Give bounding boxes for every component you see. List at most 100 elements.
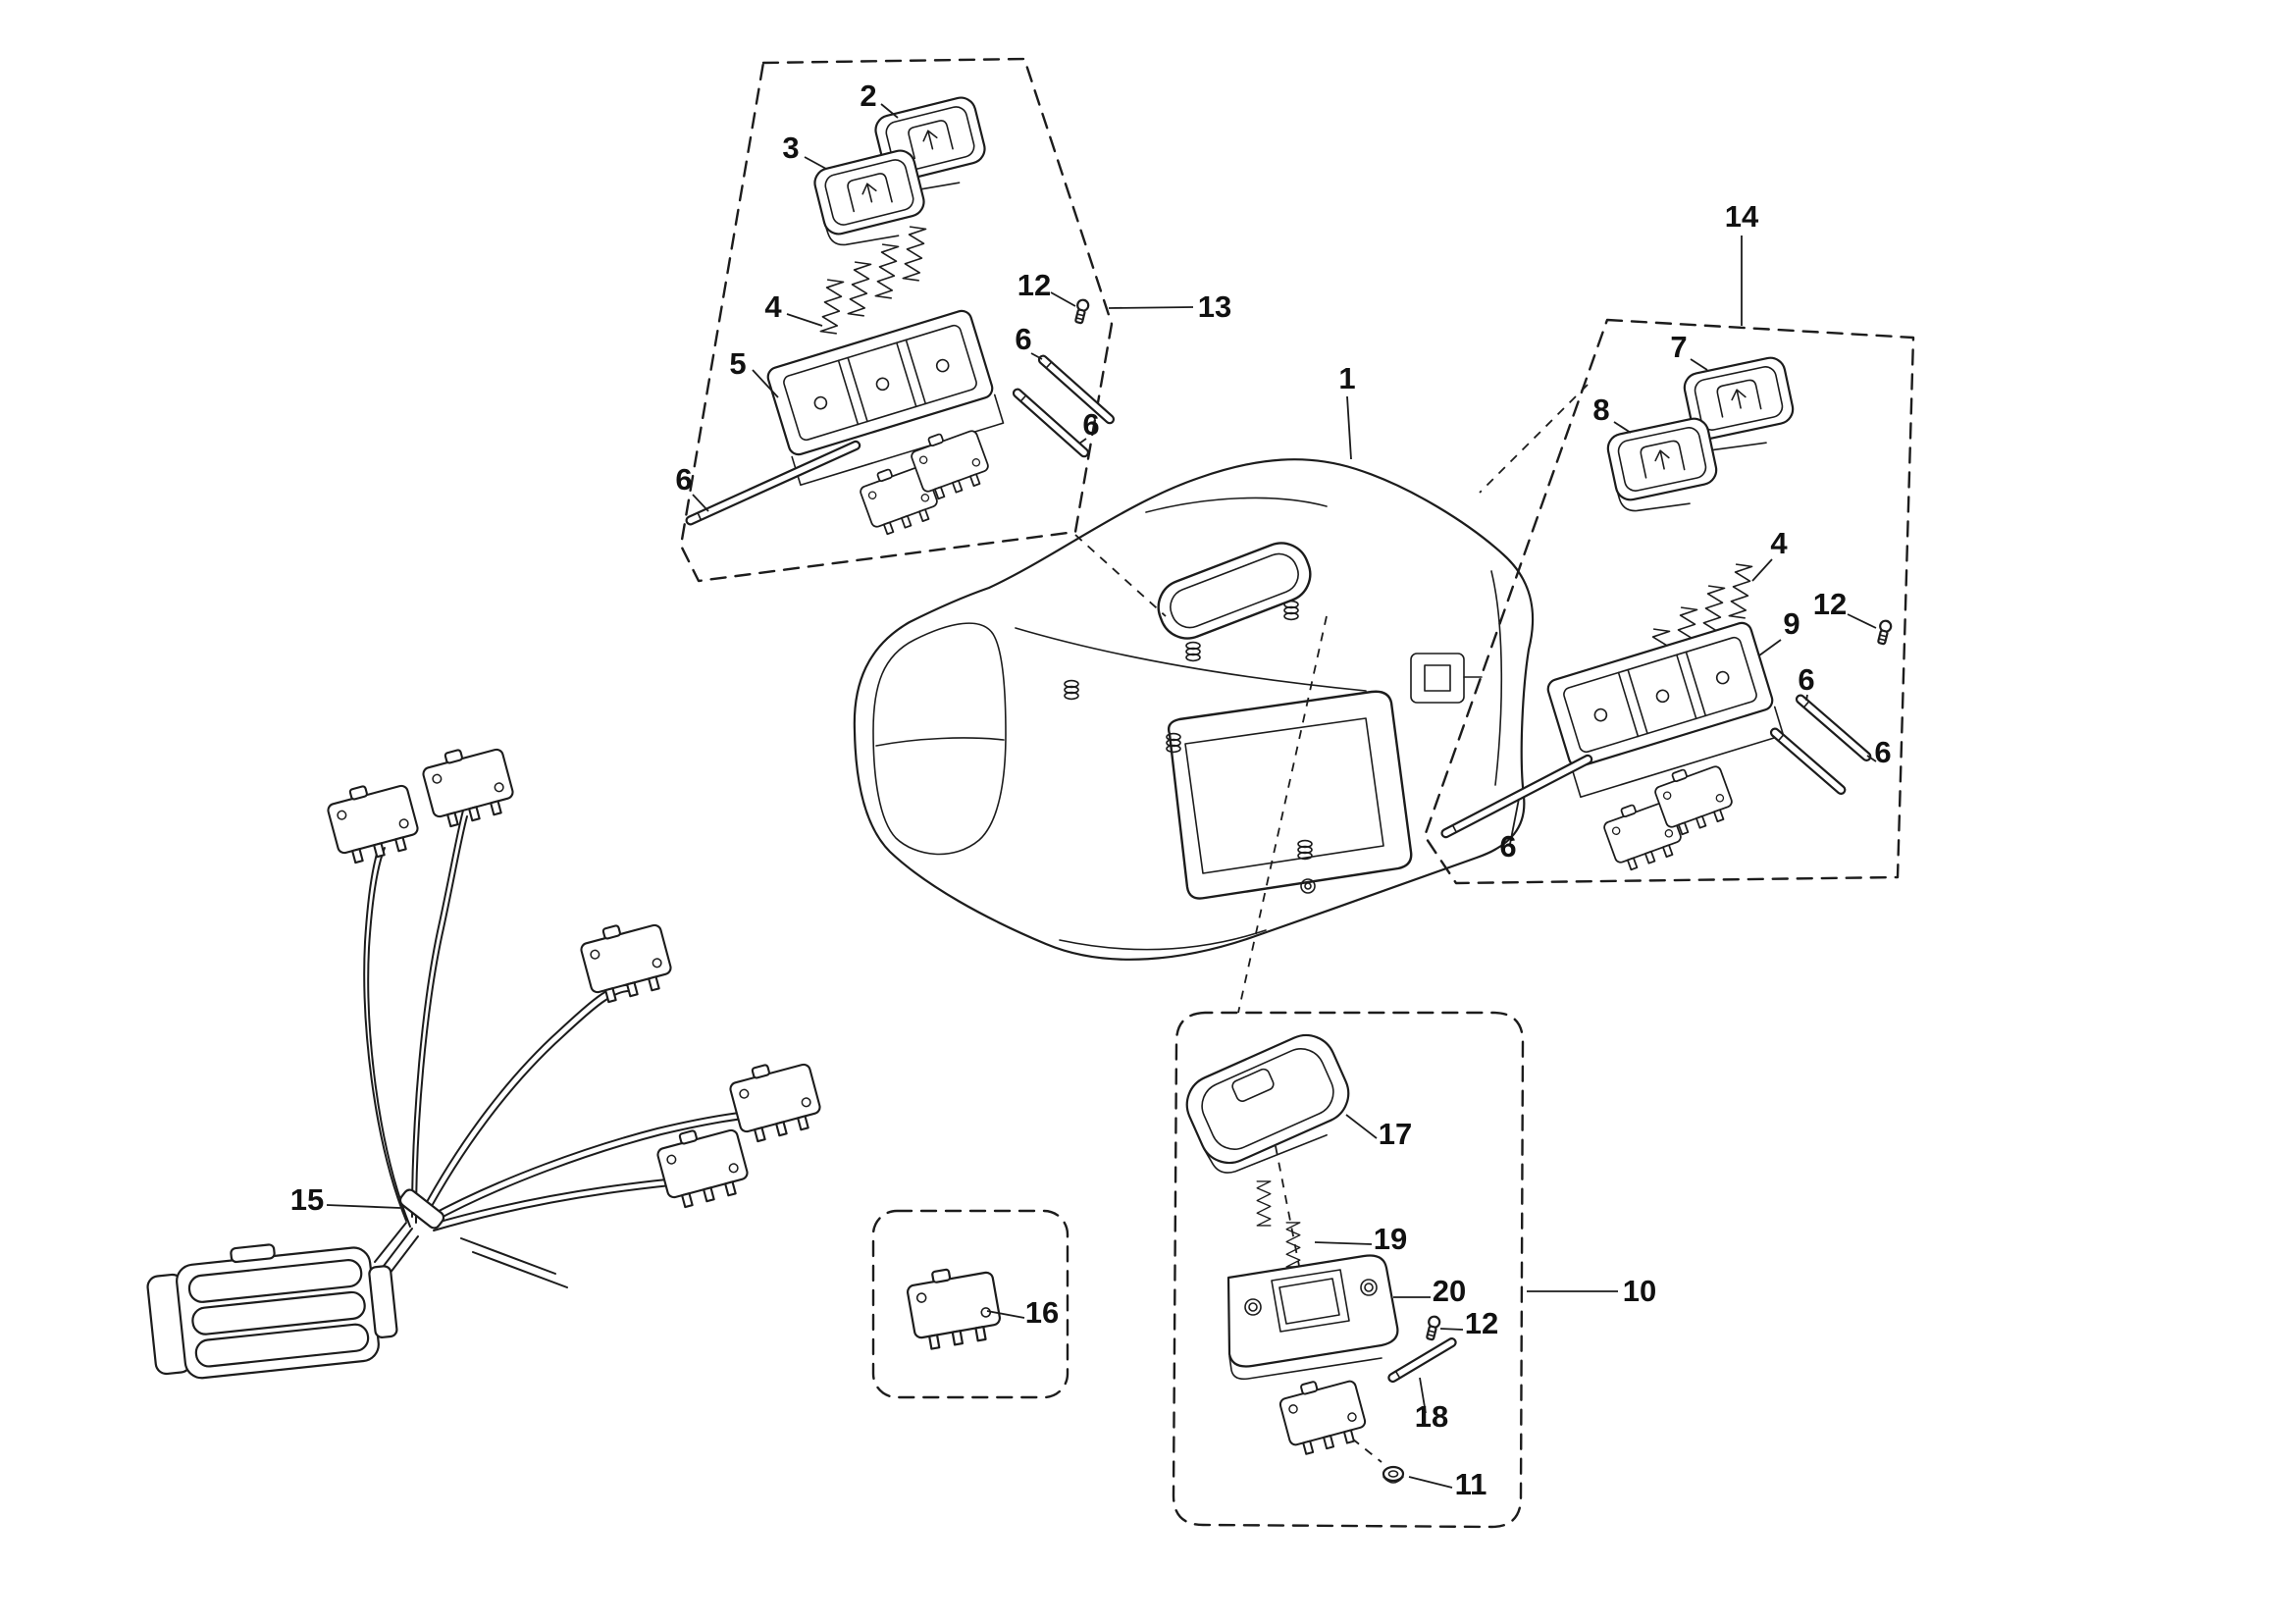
callout-13: 13 xyxy=(1108,289,1231,324)
console-cover-body xyxy=(853,458,1535,961)
callout-label: 14 xyxy=(1725,199,1759,234)
assembly-13 xyxy=(685,93,1116,539)
callout-label: 5 xyxy=(729,346,746,381)
callout-6-13a: 6 xyxy=(1015,322,1043,360)
switch-base-9 xyxy=(1544,619,1785,799)
callout-6-13b: 6 xyxy=(1078,407,1100,445)
callout-label: 6 xyxy=(1499,829,1516,864)
callout-6-14b: 6 xyxy=(1866,735,1892,769)
console-side-bracket xyxy=(1410,653,1483,704)
callout-16: 16 xyxy=(986,1295,1059,1330)
spring-stud-4 xyxy=(902,226,927,282)
assembly-14-boundary xyxy=(1423,318,1915,885)
callout-6-13c: 6 xyxy=(675,462,709,512)
callout-label: 1 xyxy=(1338,361,1355,395)
switch-cap-17 xyxy=(1185,1033,1350,1174)
console-pod-face xyxy=(872,622,1007,856)
callout-label: 15 xyxy=(290,1182,324,1217)
spring-19 xyxy=(1256,1180,1272,1227)
callout-14: 14 xyxy=(1725,199,1759,326)
callout-20: 20 xyxy=(1393,1274,1466,1308)
wiring-harness-15 xyxy=(146,738,826,1380)
spring-19 xyxy=(1285,1222,1301,1268)
spring-stud-4 xyxy=(847,261,872,317)
harness-band xyxy=(398,1188,445,1230)
callout-label: 4 xyxy=(1770,526,1788,560)
rod-18 xyxy=(1387,1337,1457,1384)
callout-4-left: 4 xyxy=(764,289,823,327)
callout-label: 12 xyxy=(1465,1306,1498,1340)
callout-2: 2 xyxy=(860,79,899,119)
console-switch-opening xyxy=(1167,690,1413,900)
callout-7: 7 xyxy=(1670,330,1708,371)
callout-label: 20 xyxy=(1433,1274,1466,1308)
callout-17: 17 xyxy=(1345,1114,1412,1151)
part-16-boundary xyxy=(871,1209,1069,1399)
assembly-axis xyxy=(1275,1145,1300,1267)
console-top-slot xyxy=(1157,542,1312,640)
micro-switch-16 xyxy=(904,1260,1005,1353)
callout-label: 13 xyxy=(1198,289,1231,324)
spring-stud-4 xyxy=(874,243,900,299)
assembly-10-boundary xyxy=(1172,1011,1525,1529)
micro-switch xyxy=(323,774,424,867)
callout-9: 9 xyxy=(1758,606,1800,656)
callouts: 2 3 4 5 12 13 6 6 xyxy=(290,79,1892,1501)
callout-6-14a: 6 xyxy=(1798,662,1815,702)
console-hole xyxy=(1300,878,1316,894)
explosion-line-13 xyxy=(1074,534,1167,617)
callout-3: 3 xyxy=(782,131,827,170)
retaining-pin-12 xyxy=(1071,297,1091,326)
callout-label: 10 xyxy=(1623,1274,1656,1308)
spring-stud-4 xyxy=(1728,563,1753,619)
rod-6 xyxy=(1012,388,1090,458)
callout-12-right: 12 xyxy=(1813,587,1877,629)
callout-label: 6 xyxy=(1874,735,1891,769)
callout-label: 18 xyxy=(1415,1399,1448,1434)
callout-12-left: 12 xyxy=(1017,268,1076,307)
spring-stud-4 xyxy=(819,279,845,335)
callout-12-bottom: 12 xyxy=(1439,1306,1498,1340)
callout-18: 18 xyxy=(1415,1377,1448,1434)
callout-label: 16 xyxy=(1025,1295,1059,1330)
console-outline xyxy=(853,458,1535,961)
callout-label: 12 xyxy=(1017,268,1051,302)
harness-lead xyxy=(460,1237,556,1275)
switch-cap-8 xyxy=(1603,414,1724,519)
callout-19: 19 xyxy=(1314,1222,1407,1256)
callout-label: 17 xyxy=(1379,1117,1412,1151)
callout-label: 3 xyxy=(782,131,799,165)
assembly-14 xyxy=(1440,353,1894,874)
micro-switch xyxy=(418,738,519,831)
callout-5: 5 xyxy=(729,346,779,398)
mounting-plate-20 xyxy=(1226,1254,1399,1381)
callout-label: 6 xyxy=(1798,662,1814,697)
callout-label: 8 xyxy=(1592,393,1609,427)
harness-lead xyxy=(472,1251,568,1288)
rod-6 xyxy=(1037,354,1116,425)
screw-11 xyxy=(1382,1465,1405,1485)
callout-label: 9 xyxy=(1783,606,1799,641)
explosion-line-14 xyxy=(1479,384,1589,494)
callout-4-right: 4 xyxy=(1751,526,1788,582)
assembly-10 xyxy=(1185,1033,1457,1485)
retaining-pin-12 xyxy=(1423,1314,1442,1342)
callout-label: 11 xyxy=(1455,1467,1487,1501)
callout-label: 2 xyxy=(860,79,876,113)
explosion-line-10 xyxy=(1237,615,1328,1014)
rod-6 xyxy=(1769,727,1847,795)
retaining-pin-12 xyxy=(1874,618,1894,647)
callout-label: 6 xyxy=(1082,407,1099,442)
rod-6-long xyxy=(685,440,861,526)
callout-label: 6 xyxy=(675,462,692,497)
callout-label: 19 xyxy=(1374,1222,1407,1256)
callout-8: 8 xyxy=(1592,393,1632,434)
callout-11: 11 xyxy=(1408,1467,1487,1501)
callout-15: 15 xyxy=(290,1182,401,1217)
harness-connector xyxy=(146,1243,398,1380)
assembly-13-boundary xyxy=(679,57,1114,583)
callout-10: 10 xyxy=(1527,1274,1656,1308)
callout-6-14c: 6 xyxy=(1499,798,1520,864)
callout-label: 7 xyxy=(1670,330,1687,364)
